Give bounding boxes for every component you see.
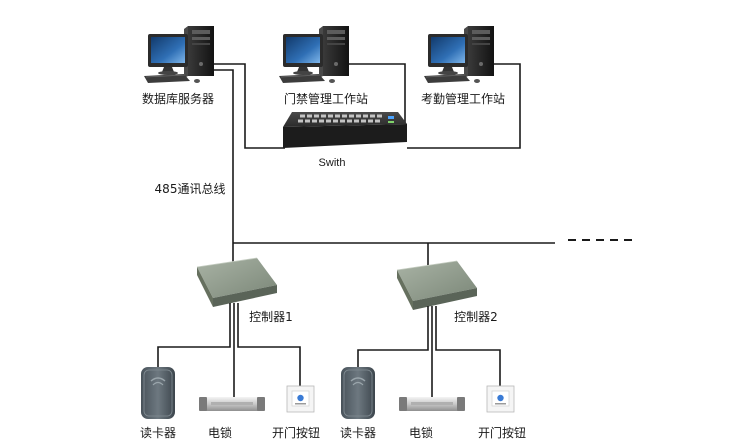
controller-box-icon [196, 257, 278, 308]
cable-access-workstation-to-switch [349, 63, 406, 124]
desktop-computer-icon [278, 25, 350, 84]
cable-db-server-to-switch [214, 63, 285, 149]
controller-1-label: 控制器1 [249, 310, 293, 324]
controller-2-button-label: 开门按钮 [478, 425, 526, 440]
access-workstation-label: 门禁管理工作站 [284, 91, 368, 106]
wire-controller-1-to-button [237, 303, 301, 386]
wire-controller-2-to-button [435, 306, 501, 386]
card-reader-icon [140, 366, 176, 420]
controller-1-lock-label: 电锁 [208, 425, 232, 440]
desktop-computer-icon [423, 25, 495, 84]
network-switch-icon [283, 112, 407, 148]
door-button-icon [486, 385, 515, 413]
desktop-computer-icon [143, 25, 215, 84]
rs485-bus-trunk [214, 69, 234, 264]
cable-attendance-workstation-to-switch [407, 63, 521, 149]
controller-2-lock-label: 电锁 [409, 425, 433, 440]
controller-1-button-label: 开门按钮 [272, 425, 320, 440]
electric-lock-icon [399, 397, 465, 411]
controller-1-reader-label: 读卡器 [140, 426, 176, 440]
controller-box-icon [396, 260, 478, 311]
controller-2-label: 控制器2 [454, 310, 498, 324]
door-button-icon [286, 385, 315, 413]
wire-controller-2-to-reader [357, 306, 429, 367]
switch-label: Swith [319, 157, 346, 169]
attendance-workstation-label: 考勤管理工作站 [421, 91, 505, 106]
db-server-label: 数据库服务器 [142, 91, 214, 106]
electric-lock-icon [199, 397, 265, 411]
card-reader-icon [340, 366, 376, 420]
wire-controller-1-to-reader [157, 303, 231, 367]
controller-2-reader-label: 读卡器 [340, 426, 376, 440]
bus-label: 485通讯总线 [155, 182, 226, 196]
